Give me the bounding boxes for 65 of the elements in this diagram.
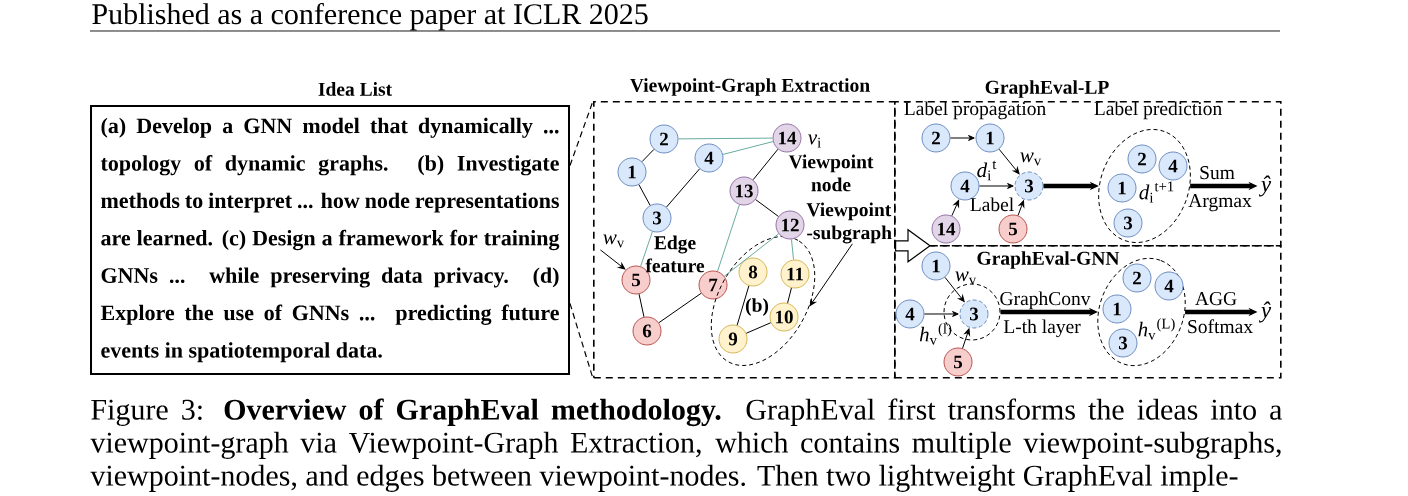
- panel-title: Viewpoint-Graph Extraction: [630, 78, 870, 96]
- graph-edge: [638, 293, 645, 318]
- output-symbol: ŷ: [1259, 175, 1272, 197]
- node-label: (c) Design a framework for training: [222, 229, 560, 251]
- node-label: (d): [533, 267, 559, 288]
- graph-edge: [638, 184, 651, 206]
- node-label: (b) Investigate: [418, 155, 559, 176]
- node-label: Explore the use of GNNs ... predicting future: [100, 304, 559, 325]
- edge-label: d$_{i}$t: [977, 160, 997, 181]
- box-title: Idea List: [318, 82, 392, 96]
- graph-edge: [745, 322, 772, 334]
- graph-edge: [641, 148, 655, 163]
- graph-edge: [787, 287, 792, 304]
- graph-edge: [678, 137, 773, 140]
- graph-edge: [722, 141, 774, 155]
- callout-text: Viewpoint -subgraph: [806, 202, 892, 244]
- arrow: [950, 135, 975, 141]
- idea-list-box: (a) Develop a GNN model that dynamically ... topology of dynamic graphs. (b) Investigate methods to interpret ... how node representations are learned. (c) Design a framework for training GNNs ... while preserving data privacy. (d) Explore the use of GNNs ... predicting future events in spatiotemporal data.: [90, 105, 570, 375]
- annotation-text: Softmax: [1188, 319, 1253, 334]
- graph-edge: [752, 148, 779, 181]
- ellipse-label: (b): [745, 298, 769, 316]
- node-label: GNNs ... while preserving data privacy.: [101, 267, 508, 288]
- annotation-text: Viewpoint node: [788, 154, 874, 192]
- leader-arrow: [809, 243, 853, 307]
- arrow: [962, 328, 971, 349]
- section-label: Label propagation: [904, 101, 1046, 120]
- ellipse-label: d$_{i}$t+1: [1139, 181, 1174, 203]
- edge-label: Sum: [1200, 166, 1235, 180]
- graph-edge: [658, 292, 702, 324]
- annotation-text: L-th layer: [1003, 319, 1081, 338]
- arrow: [998, 148, 1020, 175]
- graph-edge: [736, 285, 750, 326]
- dashed-line: [569, 100, 594, 167]
- node-label: topology of dynamic graphs.: [100, 154, 388, 176]
- arrow: [979, 183, 1014, 189]
- math-label: w$_{v}$: [955, 271, 977, 285]
- figure-caption: Figure 3: Overview of GraphEval methodology. GraphEval first transforms the ideas into a viewpoint-graph via Viewpoint-Graph Extraction, which contains multiple viewpoint-subgraphs, viewpoint-nodes, and edges between viewpoint-nodes. Then two lightweight GraphEval imple-: [90, 398, 1282, 492]
- graph-edge: [717, 204, 740, 272]
- annotation-text: Argmax: [1188, 194, 1252, 212]
- output-symbol: ŷ: [1259, 301, 1272, 323]
- arrow: [944, 276, 965, 303]
- math-label: w$_{v}$: [603, 234, 625, 248]
- math-label: w$_{v}$: [1020, 152, 1042, 166]
- node-label: are learned.: [101, 230, 213, 246]
- arrow: [924, 311, 959, 317]
- leader-arrow: [599, 249, 626, 270]
- node-label: events in spatiotemporal data.: [101, 342, 382, 363]
- edge-label: AGG: [1195, 292, 1237, 306]
- math-label: v$_{i}$: [808, 134, 821, 148]
- running-header: Published as a conference paper at ICLR 2025: [92, 2, 648, 31]
- graph-edge: [755, 199, 779, 217]
- edge-label: GraphConv: [1000, 291, 1091, 310]
- panel-title: GraphEval-LP: [985, 80, 1109, 98]
- ellipse-label: h$_{v}$(L): [1138, 318, 1175, 340]
- graph-edge: [791, 238, 795, 261]
- node-label: methods to interpret ... how node representations: [101, 192, 559, 213]
- arrow: [1017, 200, 1025, 216]
- node-label: (a) Develop a GNN model that dynamically ...: [101, 117, 559, 138]
- section-label: Label prediction: [1094, 101, 1222, 120]
- panel-title: GraphEval-GNN: [977, 251, 1120, 269]
- arrow: [951, 199, 960, 217]
- graph-edge: [666, 168, 700, 208]
- graph-edge: [640, 231, 653, 267]
- dashed-line: [569, 302, 594, 380]
- graph-edge: [723, 233, 780, 277]
